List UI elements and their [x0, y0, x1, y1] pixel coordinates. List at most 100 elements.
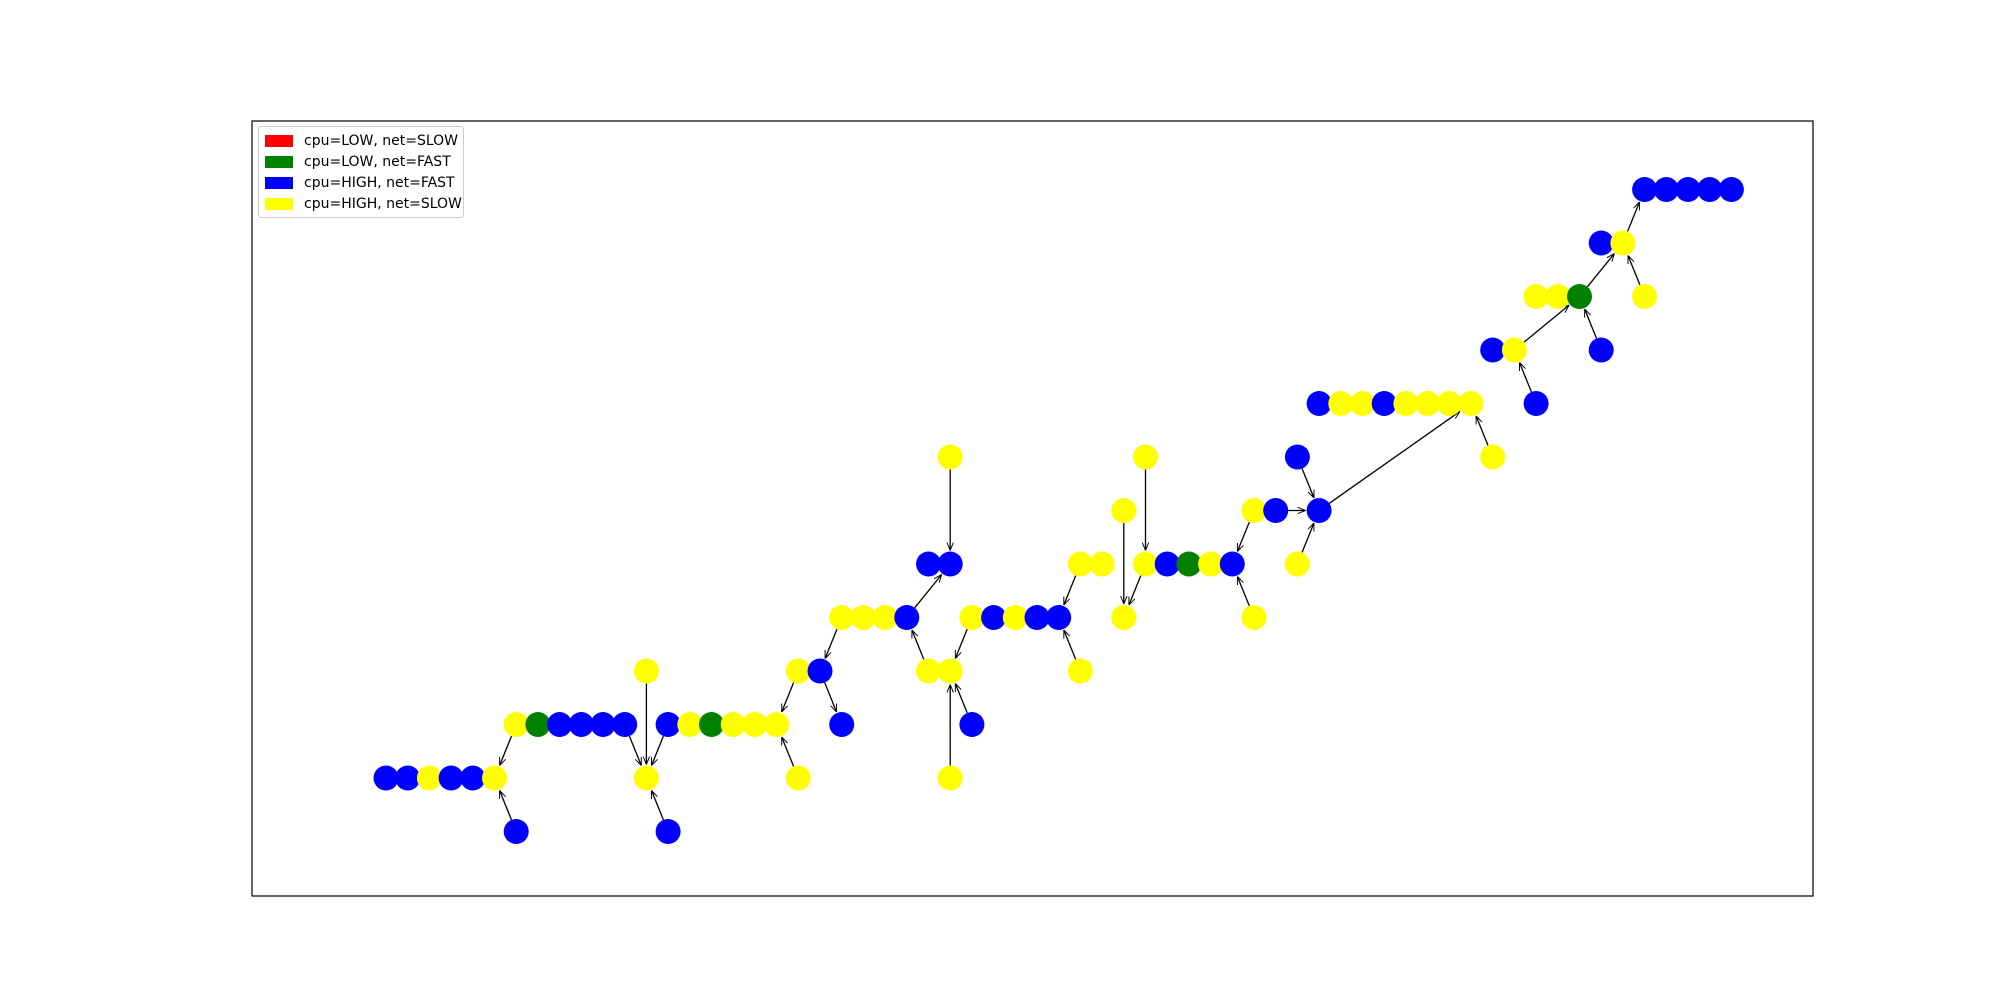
graph-node — [764, 712, 790, 737]
graph-node — [1067, 551, 1093, 577]
graph-node — [1046, 605, 1072, 630]
graph-node — [959, 605, 985, 630]
graph-edge-arrow — [781, 737, 795, 767]
graph-node — [785, 765, 811, 791]
graph-node — [1154, 551, 1180, 577]
graph-node — [1328, 391, 1354, 416]
graph-edge-arrow — [1063, 630, 1077, 660]
graph-node — [785, 658, 811, 684]
graph-node — [937, 658, 963, 684]
graph-edge-arrow — [781, 682, 795, 712]
graph-edge-arrow — [824, 628, 838, 658]
graph-node — [1176, 551, 1202, 577]
legend-swatch-red — [265, 134, 293, 147]
graph-edge-arrow — [1301, 523, 1315, 553]
graph-node — [482, 765, 507, 791]
graph-node — [633, 765, 659, 791]
graph-edge-arrow — [1586, 254, 1614, 288]
graph-node — [438, 765, 464, 791]
legend-swatch-green — [265, 155, 293, 168]
graph-node — [1089, 551, 1115, 577]
graph-node — [829, 605, 855, 630]
graph-node — [981, 605, 1007, 630]
graph-node — [1371, 391, 1397, 416]
graph-edge-arrow — [1128, 575, 1142, 605]
graph-node — [1241, 605, 1267, 630]
graph-node — [416, 765, 442, 791]
graph-node — [1284, 444, 1310, 470]
graph-node — [1067, 658, 1093, 684]
graph-edge-arrow — [911, 630, 925, 660]
graph-node — [1306, 391, 1332, 416]
legend-swatch-yellow — [265, 197, 293, 210]
graph-edge-arrow — [650, 791, 665, 821]
graph-edge-arrow — [1583, 309, 1598, 339]
graph-edge-arrow — [1626, 202, 1641, 232]
graph-node — [1458, 391, 1484, 416]
graph-node — [1306, 498, 1332, 523]
graph-node — [1480, 337, 1506, 363]
graph-edge-arrow — [1475, 416, 1489, 446]
graph-node — [1653, 177, 1679, 202]
graph-node — [1393, 391, 1419, 416]
graph-node — [1610, 230, 1636, 256]
graph-node — [1133, 551, 1158, 577]
graph-node — [655, 819, 681, 844]
graph-node — [937, 444, 963, 470]
graph-node — [1436, 391, 1462, 416]
graph-node — [1480, 444, 1506, 470]
graph-node — [959, 712, 985, 737]
graph-node — [1523, 391, 1549, 416]
legend-label: cpu=LOW, net=FAST — [304, 153, 451, 170]
graph-edge-arrow — [1063, 575, 1077, 605]
graph-node — [1501, 337, 1527, 363]
graph-node — [1198, 551, 1224, 577]
graph-node — [894, 605, 920, 630]
graph-node — [1718, 177, 1744, 202]
graph-node — [1632, 284, 1658, 309]
graph-node — [937, 551, 963, 577]
graph-edge-arrow — [914, 575, 942, 609]
graph-node — [503, 819, 529, 844]
edges-layer — [498, 202, 1641, 821]
graph-node — [395, 765, 421, 791]
graph-node — [699, 712, 724, 737]
graph-node — [612, 712, 638, 737]
graph-node — [742, 712, 768, 737]
graph-node — [937, 765, 963, 791]
graph-node — [1415, 391, 1441, 416]
graph-node — [1133, 444, 1158, 470]
legend-label: cpu=HIGH, net=FAST — [304, 174, 455, 191]
graph-node — [872, 605, 898, 630]
graph-edge-arrow — [1301, 468, 1315, 498]
graph-node — [1024, 605, 1050, 630]
nodes-layer — [373, 177, 1744, 844]
graph-edge-arrow — [1523, 305, 1569, 343]
graph-node — [568, 712, 594, 737]
graph-edge-arrow — [628, 735, 642, 765]
legend-label: cpu=LOW, net=SLOW — [304, 132, 459, 149]
graph-node — [1523, 284, 1549, 309]
graph-node — [1002, 605, 1028, 630]
graph-node — [525, 712, 551, 737]
graph-edge-arrow — [954, 684, 968, 714]
graph-edge-arrow — [1518, 363, 1533, 393]
graph-node — [1697, 177, 1723, 202]
graph-edge-arrow — [1236, 577, 1250, 607]
graph-node — [503, 712, 529, 737]
legend-item-cpu-low-net-fast: cpu=LOW, net=FAST — [259, 151, 463, 172]
graph-edge-arrow — [824, 682, 838, 712]
graph-node — [720, 712, 746, 737]
graph-node — [916, 551, 941, 577]
graph-node — [807, 658, 833, 684]
legend-item-cpu-high-net-fast: cpu=HIGH, net=FAST — [259, 172, 463, 193]
graph-edge-arrow — [954, 628, 968, 658]
graph-node — [1588, 230, 1614, 256]
graph-node — [460, 765, 486, 791]
graph-node — [1632, 177, 1658, 202]
graph-node — [590, 712, 616, 737]
graph-node — [633, 658, 659, 684]
graph-node — [547, 712, 573, 737]
